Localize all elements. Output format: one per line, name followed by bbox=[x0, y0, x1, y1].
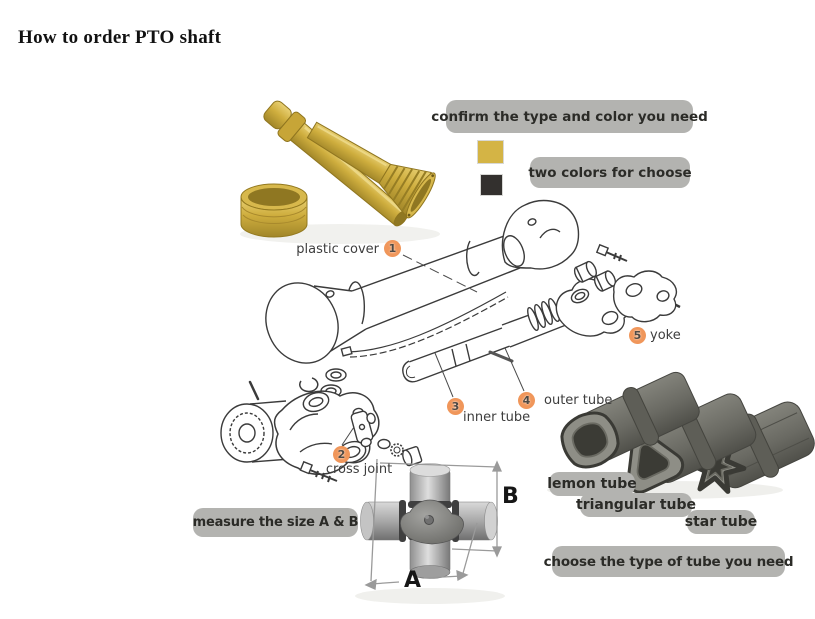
part-label-plastic-cover: plastic cover bbox=[296, 242, 379, 257]
page-title: How to order PTO shaft bbox=[18, 26, 222, 48]
part-marker-4-num: 4 bbox=[522, 394, 531, 407]
part-marker-2-num: 2 bbox=[337, 448, 346, 461]
callout-two-colors: two colors for choose bbox=[528, 157, 692, 188]
part-label-outer-tube: outer tube bbox=[544, 393, 613, 408]
part-marker-4: 4 bbox=[518, 392, 535, 409]
part-marker-5-num: 5 bbox=[633, 329, 642, 342]
dimension-label-a: A bbox=[404, 568, 422, 593]
callout-confirm-type-color: confirm the type and color you need bbox=[431, 100, 708, 133]
part-marker-1: 1 bbox=[384, 240, 401, 257]
color-swatch-black bbox=[480, 174, 503, 196]
part-marker-5: 5 bbox=[629, 327, 646, 344]
pto-shaft-line-drawing bbox=[220, 199, 681, 483]
part-marker-3: 3 bbox=[447, 398, 464, 415]
part-label-cross-joint: cross joint bbox=[325, 462, 393, 477]
plastic-cover-photo bbox=[240, 100, 440, 244]
tube-label-triangular: triangular tube bbox=[576, 493, 696, 517]
cross-joint-photo bbox=[355, 458, 505, 604]
tube-label-star: star tube bbox=[685, 510, 757, 534]
color-swatch-yellow bbox=[477, 140, 504, 164]
dimension-label-b: B bbox=[502, 484, 519, 509]
part-label-inner-tube: inner tube bbox=[463, 410, 531, 425]
part-marker-1-num: 1 bbox=[388, 242, 397, 255]
tube-label-lemon: lemon tube bbox=[547, 472, 637, 496]
callout-choose-tube: choose the type of tube you need bbox=[544, 546, 794, 577]
part-marker-2: 2 bbox=[333, 446, 350, 463]
part-marker-3-num: 3 bbox=[451, 400, 460, 413]
part-label-yoke: yoke bbox=[650, 328, 681, 343]
callout-measure-size: measure the size A & B bbox=[193, 508, 359, 537]
